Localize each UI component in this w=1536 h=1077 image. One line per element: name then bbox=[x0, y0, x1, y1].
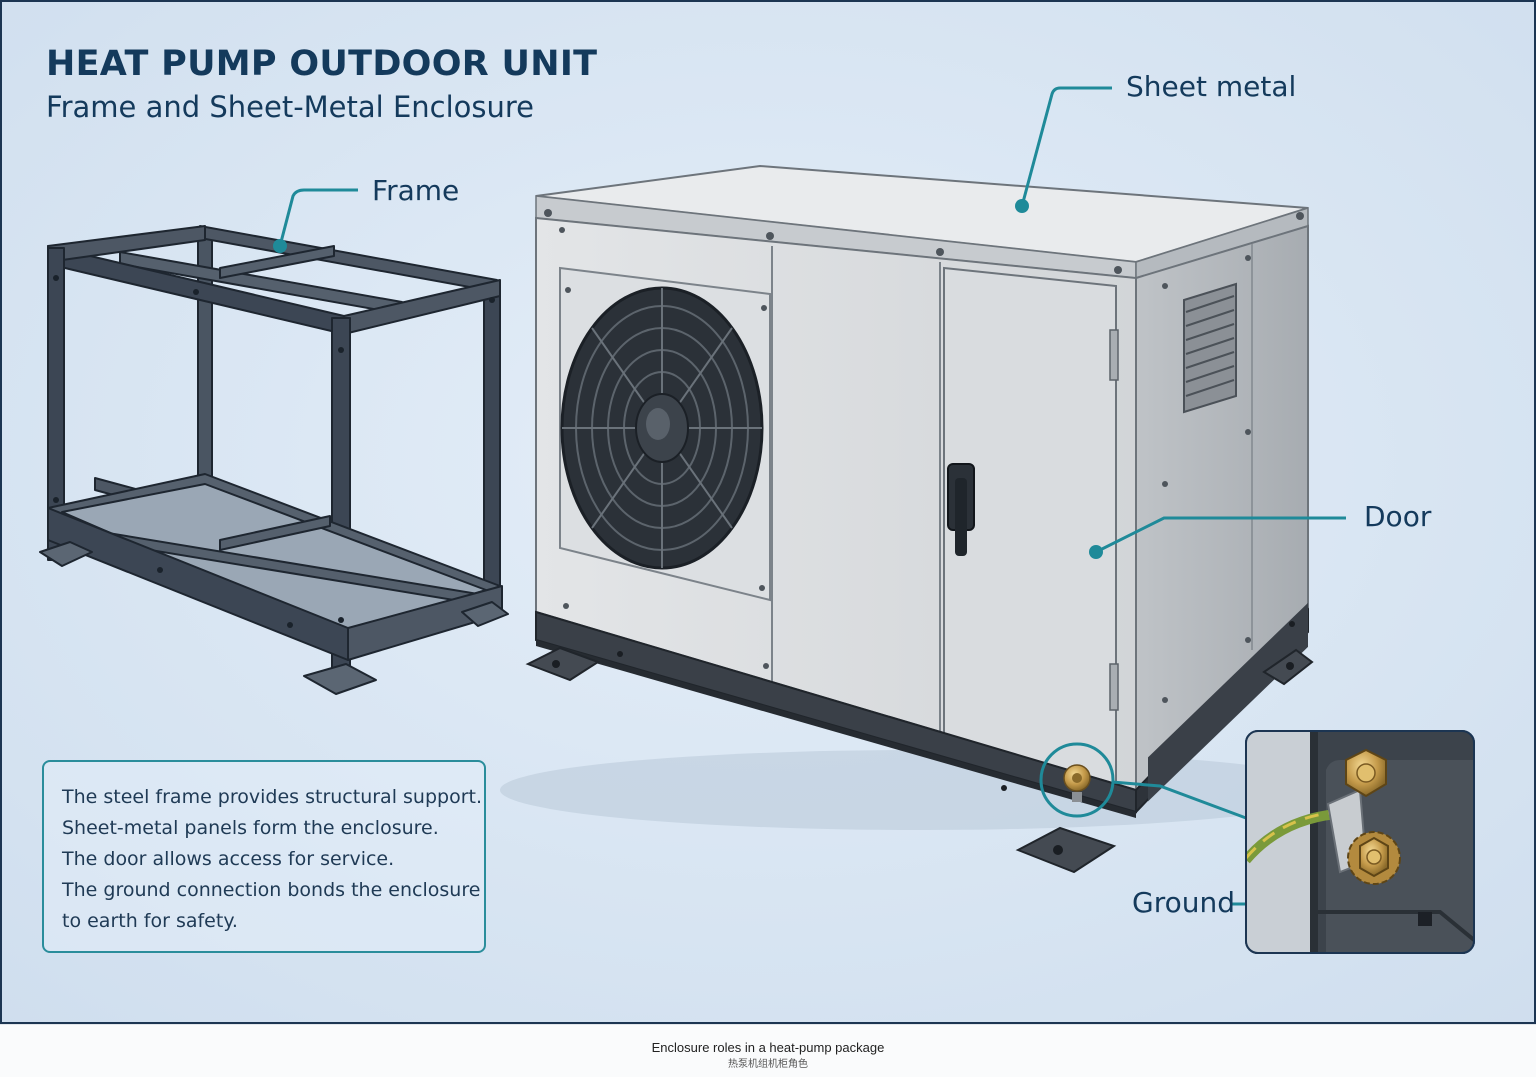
caption-footer: Enclosure roles in a heat-pump package 热… bbox=[0, 1024, 1536, 1077]
service-door bbox=[943, 266, 1119, 786]
diagram-title: HEAT PUMP OUTDOOR UNIT bbox=[46, 44, 598, 84]
panel-border bbox=[0, 0, 1536, 1024]
door-handle-icon bbox=[947, 463, 975, 556]
caption-chinese: 热泵机组机柜角色 bbox=[728, 1059, 808, 1070]
ground-detail-inset bbox=[1245, 730, 1475, 954]
diagram-illustration bbox=[0, 0, 1536, 1024]
info-line: to earth for safety. bbox=[62, 910, 238, 932]
info-line: The steel frame provides structural supp… bbox=[62, 786, 482, 808]
heat-pump-unit-illustration bbox=[500, 164, 1340, 874]
caption-english: Enclosure roles in a heat-pump package bbox=[651, 1040, 885, 1055]
callout-sheet-metal: Sheet metal bbox=[1126, 70, 1297, 103]
callout-door: Door bbox=[1364, 500, 1432, 533]
info-line: Sheet-metal panels form the enclosure. bbox=[62, 817, 439, 839]
callout-ground: Ground bbox=[1132, 886, 1235, 919]
diagram-subtitle: Frame and Sheet-Metal Enclosure bbox=[46, 90, 535, 124]
diagram-panel: HEAT PUMP OUTDOOR UNIT Frame and Sheet-M… bbox=[0, 0, 1536, 1024]
info-box: The steel frame provides structural supp… bbox=[42, 760, 486, 953]
fan-grille-icon bbox=[560, 286, 764, 570]
info-line: The ground connection bonds the enclosur… bbox=[62, 879, 481, 901]
ground-terminal-icon bbox=[1039, 742, 1115, 818]
callout-dots bbox=[273, 199, 1103, 559]
info-line: The door allows access for service. bbox=[62, 848, 395, 870]
callout-frame: Frame bbox=[372, 174, 460, 207]
vent-louver-icon bbox=[1183, 282, 1237, 414]
